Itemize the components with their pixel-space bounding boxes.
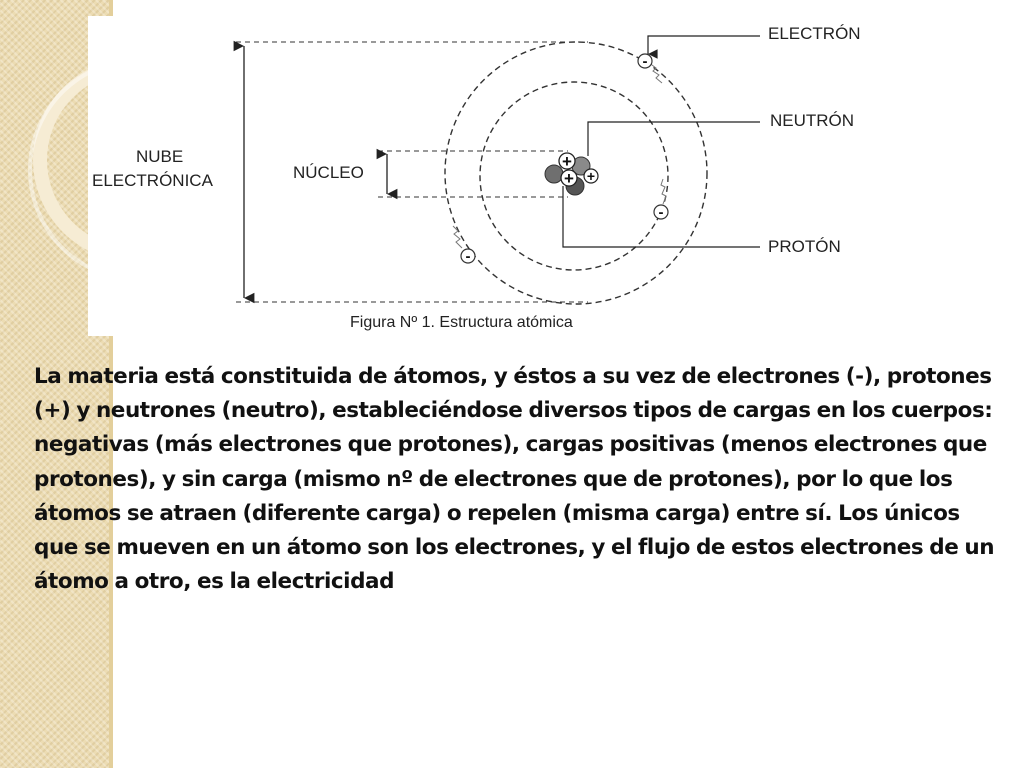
electron-particle bbox=[460, 248, 476, 264]
electron-leader-line bbox=[647, 35, 760, 59]
proton-particle bbox=[560, 169, 578, 187]
label-cloud-line2: ELECTRÓNICA bbox=[92, 171, 214, 190]
electron-symbol: - bbox=[659, 204, 664, 221]
label-electron: ELECTRÓN bbox=[768, 24, 861, 43]
electron-symbol: - bbox=[466, 248, 471, 265]
electron-left: - bbox=[452, 225, 476, 265]
label-cloud-line1: NUBE bbox=[136, 147, 183, 166]
electron-particle bbox=[653, 204, 669, 220]
proton-leader-line bbox=[562, 186, 760, 248]
decorative-rings bbox=[28, 60, 113, 279]
electron-symbol: - bbox=[643, 53, 648, 70]
atom-structure-diagram: + + + - - - ELECTRÓN NEUTRÓN PROTÓ bbox=[92, 24, 861, 331]
electron-top: - bbox=[637, 53, 663, 84]
label-neutron: NEUTRÓN bbox=[770, 111, 854, 130]
proton-particle bbox=[558, 152, 576, 170]
inner-orbit bbox=[479, 81, 669, 271]
label-proton: PROTÓN bbox=[768, 237, 841, 256]
electron-right: - bbox=[653, 178, 669, 221]
label-nucleus: NÚCLEO bbox=[293, 163, 364, 182]
neutron-leader-line bbox=[587, 121, 760, 156]
proton-particle bbox=[583, 168, 599, 184]
outer-orbit bbox=[444, 41, 708, 305]
decorative-strip-edge bbox=[109, 0, 113, 768]
proton-symbol: + bbox=[564, 169, 574, 188]
proton-symbol: + bbox=[587, 168, 595, 184]
body-paragraph: La materia está constituida de átomos, y… bbox=[34, 364, 995, 595]
figure-caption: Figura Nº 1. Estructura atómica bbox=[350, 314, 573, 331]
figure-panel: + + + - - - ELECTRÓN NEUTRÓN PROTÓ bbox=[88, 16, 1022, 336]
nucleus: + + + bbox=[544, 152, 599, 196]
proton-symbol: + bbox=[562, 152, 572, 171]
neutron-particle bbox=[544, 164, 564, 184]
